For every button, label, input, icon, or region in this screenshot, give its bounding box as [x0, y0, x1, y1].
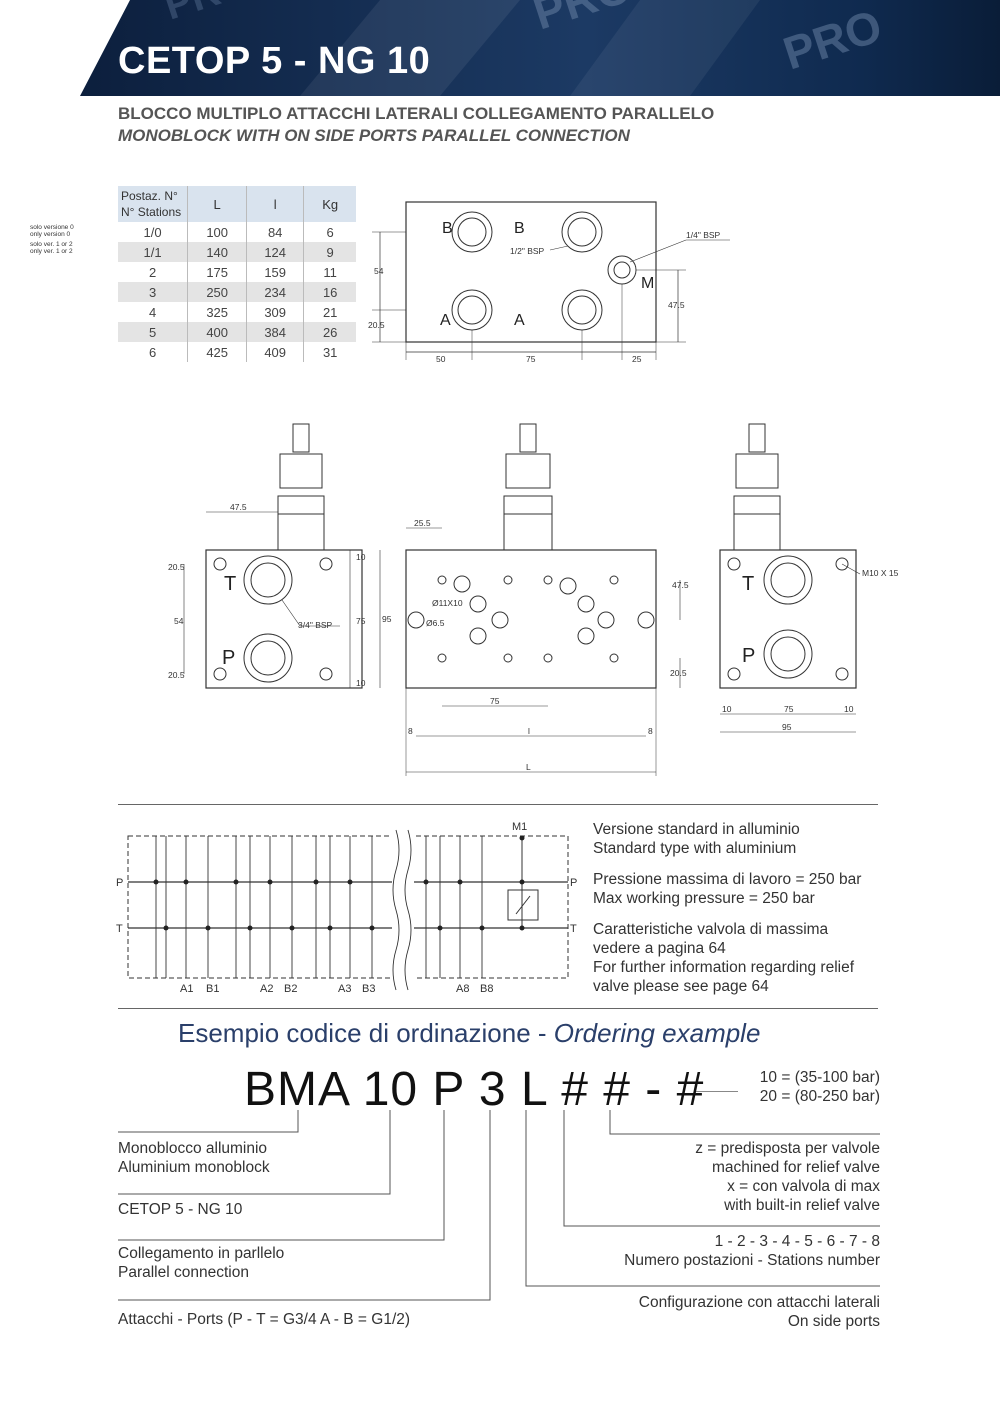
page-title: CETOP 5 - NG 10 [118, 40, 431, 82]
port-label: A [440, 312, 451, 329]
circuit-port-label: B8 [480, 983, 493, 995]
circuit-port-label: B2 [284, 983, 297, 995]
thread-label: 1/2" BSP [510, 246, 545, 256]
left-side-view: T P 3/4" BSP 47.5 20.5 54 20.5 10 75 10 [168, 423, 366, 689]
dim-label: 25 [632, 354, 642, 364]
port-label: B [442, 220, 453, 237]
circuit-port-label: A2 [260, 983, 273, 995]
dim-label: 75 [490, 696, 500, 706]
thread-label: Ø11X10 [432, 598, 463, 608]
circuit-port-label: B1 [206, 983, 219, 995]
port-label: M [641, 275, 654, 292]
dim-label: 47.5 [668, 300, 685, 310]
dim-label: 8 [648, 726, 653, 736]
order-code: BMA 10 P 3 L # # - # [244, 1063, 705, 1116]
thread-label: 1/4" BSP [686, 230, 721, 240]
dim-label: 47.5 [672, 580, 689, 590]
thread-label: M10 X 15 [862, 568, 899, 578]
dim-label: 50 [436, 354, 446, 364]
subtitle-english: MONOBLOCK WITH ON SIDE PORTS PARALLEL CO… [118, 126, 630, 145]
circuit-port-label: A1 [180, 983, 193, 995]
thread-label: 3/4" BSP [298, 620, 333, 630]
ordering-connectors [118, 1110, 880, 1301]
side-front-drawings: T P 3/4" BSP 47.5 20.5 54 20.5 10 75 10 [168, 423, 899, 776]
dim-label: 25.5 [414, 518, 431, 528]
dim-label: 75 [526, 354, 536, 364]
circuit-label: T [116, 923, 123, 935]
port-circle [451, 211, 637, 331]
table-header-kg: Kg [303, 186, 357, 222]
dim-label: 10 [844, 704, 854, 714]
dim-label: 20.5 [670, 668, 687, 678]
dim-label: l [528, 726, 530, 736]
dim-label: 95 [382, 614, 392, 624]
dim-label: 20.5 [168, 670, 185, 680]
hydraulic-circuit: M1 P P T T A1 B1 A2 B2 A3 B3 A8 B8 [116, 821, 577, 995]
dim-label: 10 [356, 552, 366, 562]
thread-label: Ø6.5 [426, 618, 445, 628]
circuit-label: P [570, 877, 577, 889]
dim-label: 10 [356, 678, 366, 688]
header-banner: PRO PRO PRO [80, 0, 1000, 96]
port-label: T [742, 573, 754, 595]
circuit-port-label: B3 [362, 983, 375, 995]
circuit-port-label: A3 [338, 983, 351, 995]
divider [118, 1008, 878, 1009]
dim-label: 75 [784, 704, 794, 714]
pressure-options: 10 = (35-100 bar)20 = (80-250 bar) [759, 1069, 880, 1105]
connector-line [696, 1091, 738, 1092]
dim-label: L [526, 762, 531, 772]
dim-label: 54 [174, 616, 184, 626]
table-header-l: l [246, 186, 304, 222]
dim-label: 20.5 [368, 320, 385, 330]
port-label: P [222, 647, 235, 669]
front-view: Ø11X10 Ø6.5 25.5 95 47.5 20.5 75 8 l 8 L [379, 423, 689, 776]
ordering-title: Esempio codice di ordinazione - Ordering… [178, 1018, 761, 1048]
table-header-L: L [187, 186, 247, 222]
circuit-label: P [116, 877, 123, 889]
subtitle-italian: BLOCCO MULTIPLO ATTACCHI LATERALI COLLEG… [118, 104, 715, 123]
port-label: A [514, 312, 525, 329]
dim-label: 10 [722, 704, 732, 714]
top-view-drawing: B B A A M 1/4" BSP 1/2" BSP 54 20.5 47.5… [368, 201, 730, 364]
dim-label: 75 [356, 616, 366, 626]
order-item-size: CETOP 5 - NG 10 [118, 1201, 243, 1218]
dim-label: 95 [782, 722, 792, 732]
port-label: P [742, 645, 755, 667]
circuit-label: T [570, 923, 577, 935]
right-side-view: T P M10 X 15 10 75 10 95 [719, 423, 899, 733]
circuit-port-label: A8 [456, 983, 469, 995]
port-label: B [514, 220, 525, 237]
dim-label: 54 [374, 266, 384, 276]
circuit-label: M1 [512, 821, 527, 833]
table-header-stations: Postaz. N°N° Stations [118, 186, 188, 222]
divider [118, 804, 878, 805]
dim-label: 47.5 [230, 502, 247, 512]
dim-label: 8 [408, 726, 413, 736]
order-item-ports: Attacchi - Ports (P - T = G3/4 A - B = G… [118, 1311, 411, 1328]
port-label: T [224, 573, 236, 595]
dim-label: 20.5 [168, 562, 185, 572]
